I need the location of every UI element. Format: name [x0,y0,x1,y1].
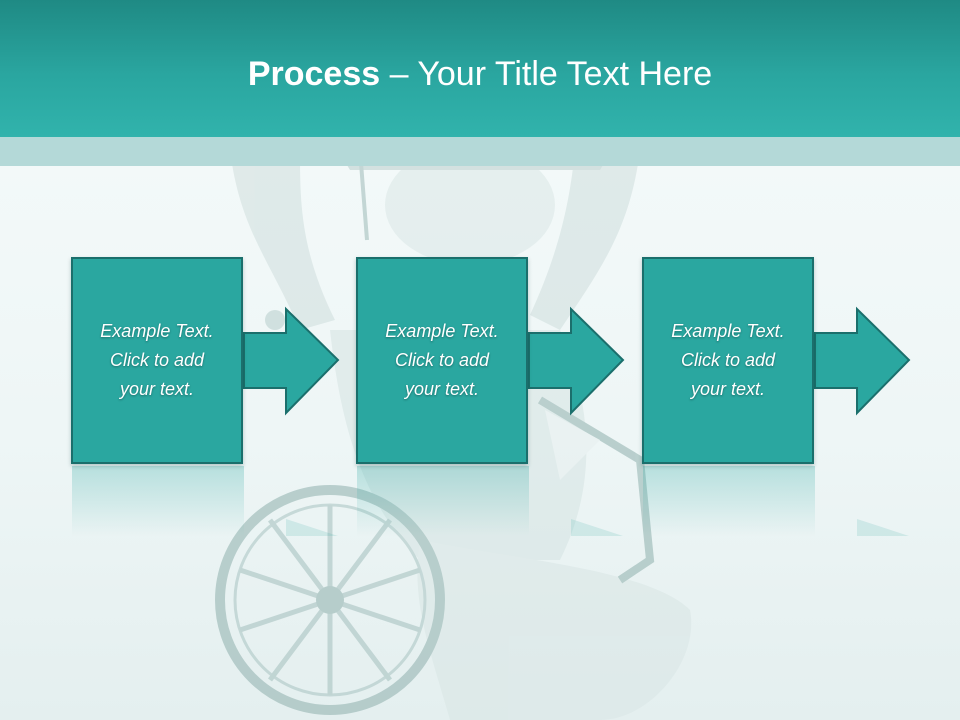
step-3-line-2: Click to add [680,350,776,370]
step-1-text[interactable]: Example Text. Click to add your text. [77,317,237,404]
title-bold-text: Process [247,55,381,93]
arrow-2 [528,306,625,416]
step-2-line-1: Example Text. [385,321,499,341]
title-rest-text: – Your Title Text Here [380,55,713,93]
step-1-line-1: Example Text. [100,321,214,341]
step-1-box[interactable]: Example Text. Click to add your text. [71,257,243,464]
step-1-line-3: your text. [119,379,195,399]
step-3-box[interactable]: Example Text. Click to add your text. [642,257,814,464]
slide-title[interactable]: Process – Your Title Text Here [0,52,960,96]
step-2-line-3: your text. [404,379,480,399]
step-3-line-3: your text. [690,379,766,399]
step-2-box[interactable]: Example Text. Click to add your text. [356,257,528,464]
step-3-text[interactable]: Example Text. Click to add your text. [648,317,808,404]
step-1-reflection [72,466,244,536]
step-3-line-1: Example Text. [671,321,785,341]
step-1-line-2: Click to add [109,350,205,370]
arrow-1 [243,306,340,416]
header-strip [0,137,960,166]
step-3-reflection [643,466,815,536]
step-2-reflection [357,466,529,536]
arrow-3 [814,306,911,416]
step-2-line-2: Click to add [394,350,490,370]
title-bar [0,0,960,137]
step-2-text[interactable]: Example Text. Click to add your text. [362,317,522,404]
